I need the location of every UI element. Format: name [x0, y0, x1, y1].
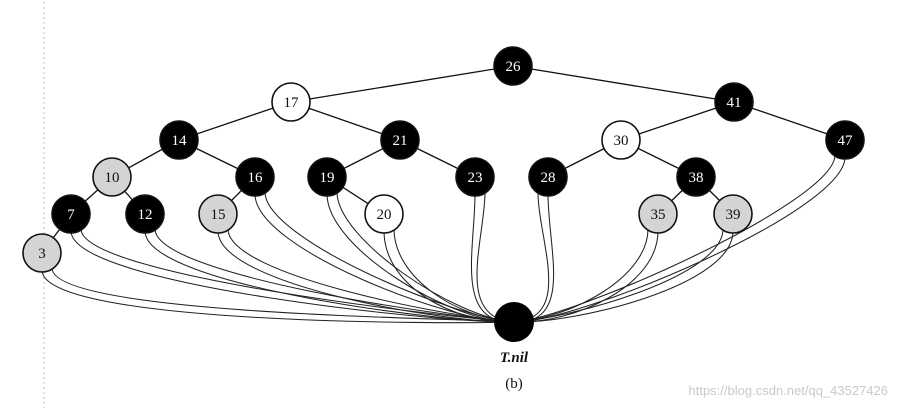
node-key-26: 26: [506, 59, 522, 75]
nil-link-39-alt: [513, 228, 724, 323]
tree-node-21: 21: [380, 120, 420, 160]
node-key-28: 28: [541, 170, 556, 186]
node-key-41: 41: [727, 95, 742, 111]
node-circle-38: [676, 157, 716, 197]
tree-node-3: 3: [22, 233, 62, 273]
nil-link-20: [383, 230, 515, 323]
node-circle-12: [125, 194, 165, 234]
node-circle-26: [493, 46, 533, 86]
tree-node-15: 15: [198, 194, 238, 234]
nil-link-23-alt: [476, 191, 515, 323]
node-key-10: 10: [105, 170, 120, 186]
tree-nodes: 26 17 41 14 21 30 47 10 16 19 23 28 38 7 12 15 20 35 39 3: [22, 46, 865, 273]
node-key-21: 21: [393, 133, 408, 149]
nil-link-15: [217, 230, 515, 323]
tree-node-12: 12: [125, 194, 165, 234]
node-key-30: 30: [614, 133, 629, 149]
node-circle-3: [22, 233, 62, 273]
node-circle-39: [713, 194, 753, 234]
node-key-39: 39: [726, 207, 741, 223]
tree-node-17: 17: [271, 82, 311, 122]
tree-node-30: 30: [601, 120, 641, 160]
nil-link-19-alt: [336, 191, 515, 323]
edge-26-41: [512, 65, 735, 103]
node-circle-47: [825, 120, 865, 160]
tree-node-39: 39: [713, 194, 753, 234]
node-circle-20: [364, 194, 404, 234]
node-circle-14: [159, 120, 199, 160]
nil-link-28: [513, 193, 555, 323]
nil-link-39: [513, 230, 734, 323]
node-key-7: 7: [67, 207, 75, 223]
node-circle-23: [455, 157, 495, 197]
nil-links: [41, 154, 846, 324]
nil-link-35-alt: [513, 228, 649, 323]
node-circle-28: [528, 157, 568, 197]
node-circle-16: [235, 157, 275, 197]
node-key-15: 15: [211, 207, 226, 223]
nil-label: T.nil: [500, 350, 529, 366]
node-key-20: 20: [377, 207, 392, 223]
tree-node-35: 35: [638, 194, 678, 234]
tree-node-19: 19: [307, 157, 347, 197]
figure-caption: (b): [505, 376, 523, 392]
nil-link-7: [70, 230, 515, 323]
node-circle-17: [271, 82, 311, 122]
tree-node-7: 7: [51, 194, 91, 234]
nil-sentinel-node: [494, 302, 534, 342]
node-circle-19: [307, 157, 347, 197]
node-circle-30: [601, 120, 641, 160]
nil-link-3: [41, 269, 515, 324]
node-circle-10: [92, 157, 132, 197]
node-key-16: 16: [248, 170, 264, 186]
tree-node-26: 26: [493, 46, 533, 86]
tree-node-47: 47: [825, 120, 865, 160]
nil-link-47: [513, 156, 846, 323]
node-key-19: 19: [320, 170, 335, 186]
tree-node-20: 20: [364, 194, 404, 234]
edge-41-30: [620, 101, 735, 141]
nil-link-47-alt: [513, 154, 836, 323]
node-circle-15: [198, 194, 238, 234]
node-key-47: 47: [838, 133, 854, 149]
node-key-35: 35: [651, 207, 666, 223]
node-key-14: 14: [172, 133, 188, 149]
node-key-38: 38: [689, 170, 704, 186]
tree-node-14: 14: [159, 120, 199, 160]
tree-node-28: 28: [528, 157, 568, 197]
nil-link-19: [326, 193, 515, 323]
tree-node-10: 10: [92, 157, 132, 197]
nil-link-16: [254, 193, 515, 323]
node-circle-7: [51, 194, 91, 234]
tree-node-16: 16: [235, 157, 275, 197]
edge-26-17: [290, 65, 514, 103]
node-key-12: 12: [138, 207, 153, 223]
tree-node-23: 23: [455, 157, 495, 197]
node-circle-41: [714, 82, 754, 122]
nil-link-28-alt: [513, 191, 550, 323]
tree-node-41: 41: [714, 82, 754, 122]
tree-node-38: 38: [676, 157, 716, 197]
node-circle-21: [380, 120, 420, 160]
node-key-3: 3: [38, 246, 46, 262]
watermark: https://blog.csdn.net/qq_43527426: [689, 383, 889, 398]
node-key-23: 23: [468, 170, 483, 186]
nil-link-12: [144, 230, 515, 323]
node-circle-35: [638, 194, 678, 234]
nil-link-20-alt: [393, 228, 515, 323]
node-key-17: 17: [284, 95, 300, 111]
